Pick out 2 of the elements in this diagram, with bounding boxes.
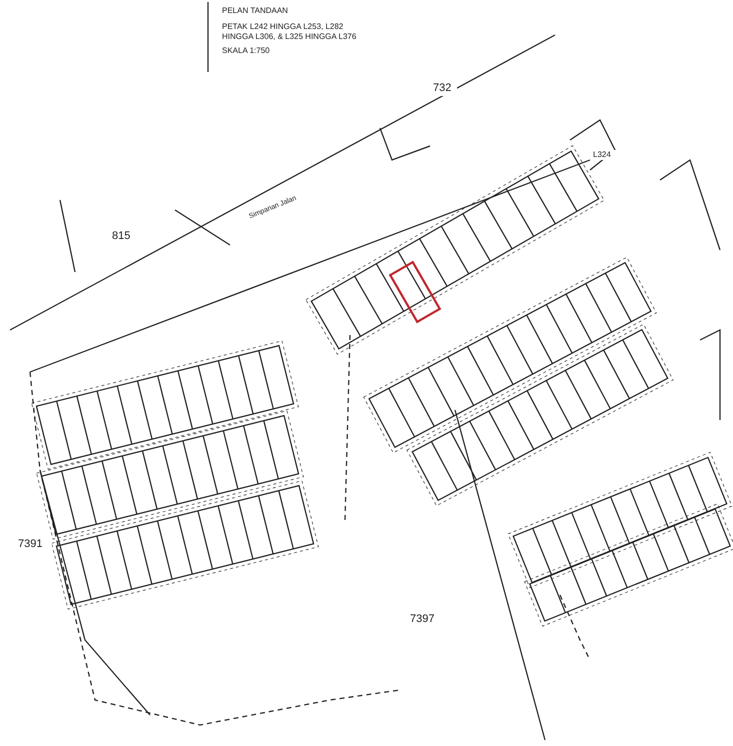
lot-number: 732 xyxy=(433,82,457,96)
lot-number: L324 xyxy=(593,150,619,160)
